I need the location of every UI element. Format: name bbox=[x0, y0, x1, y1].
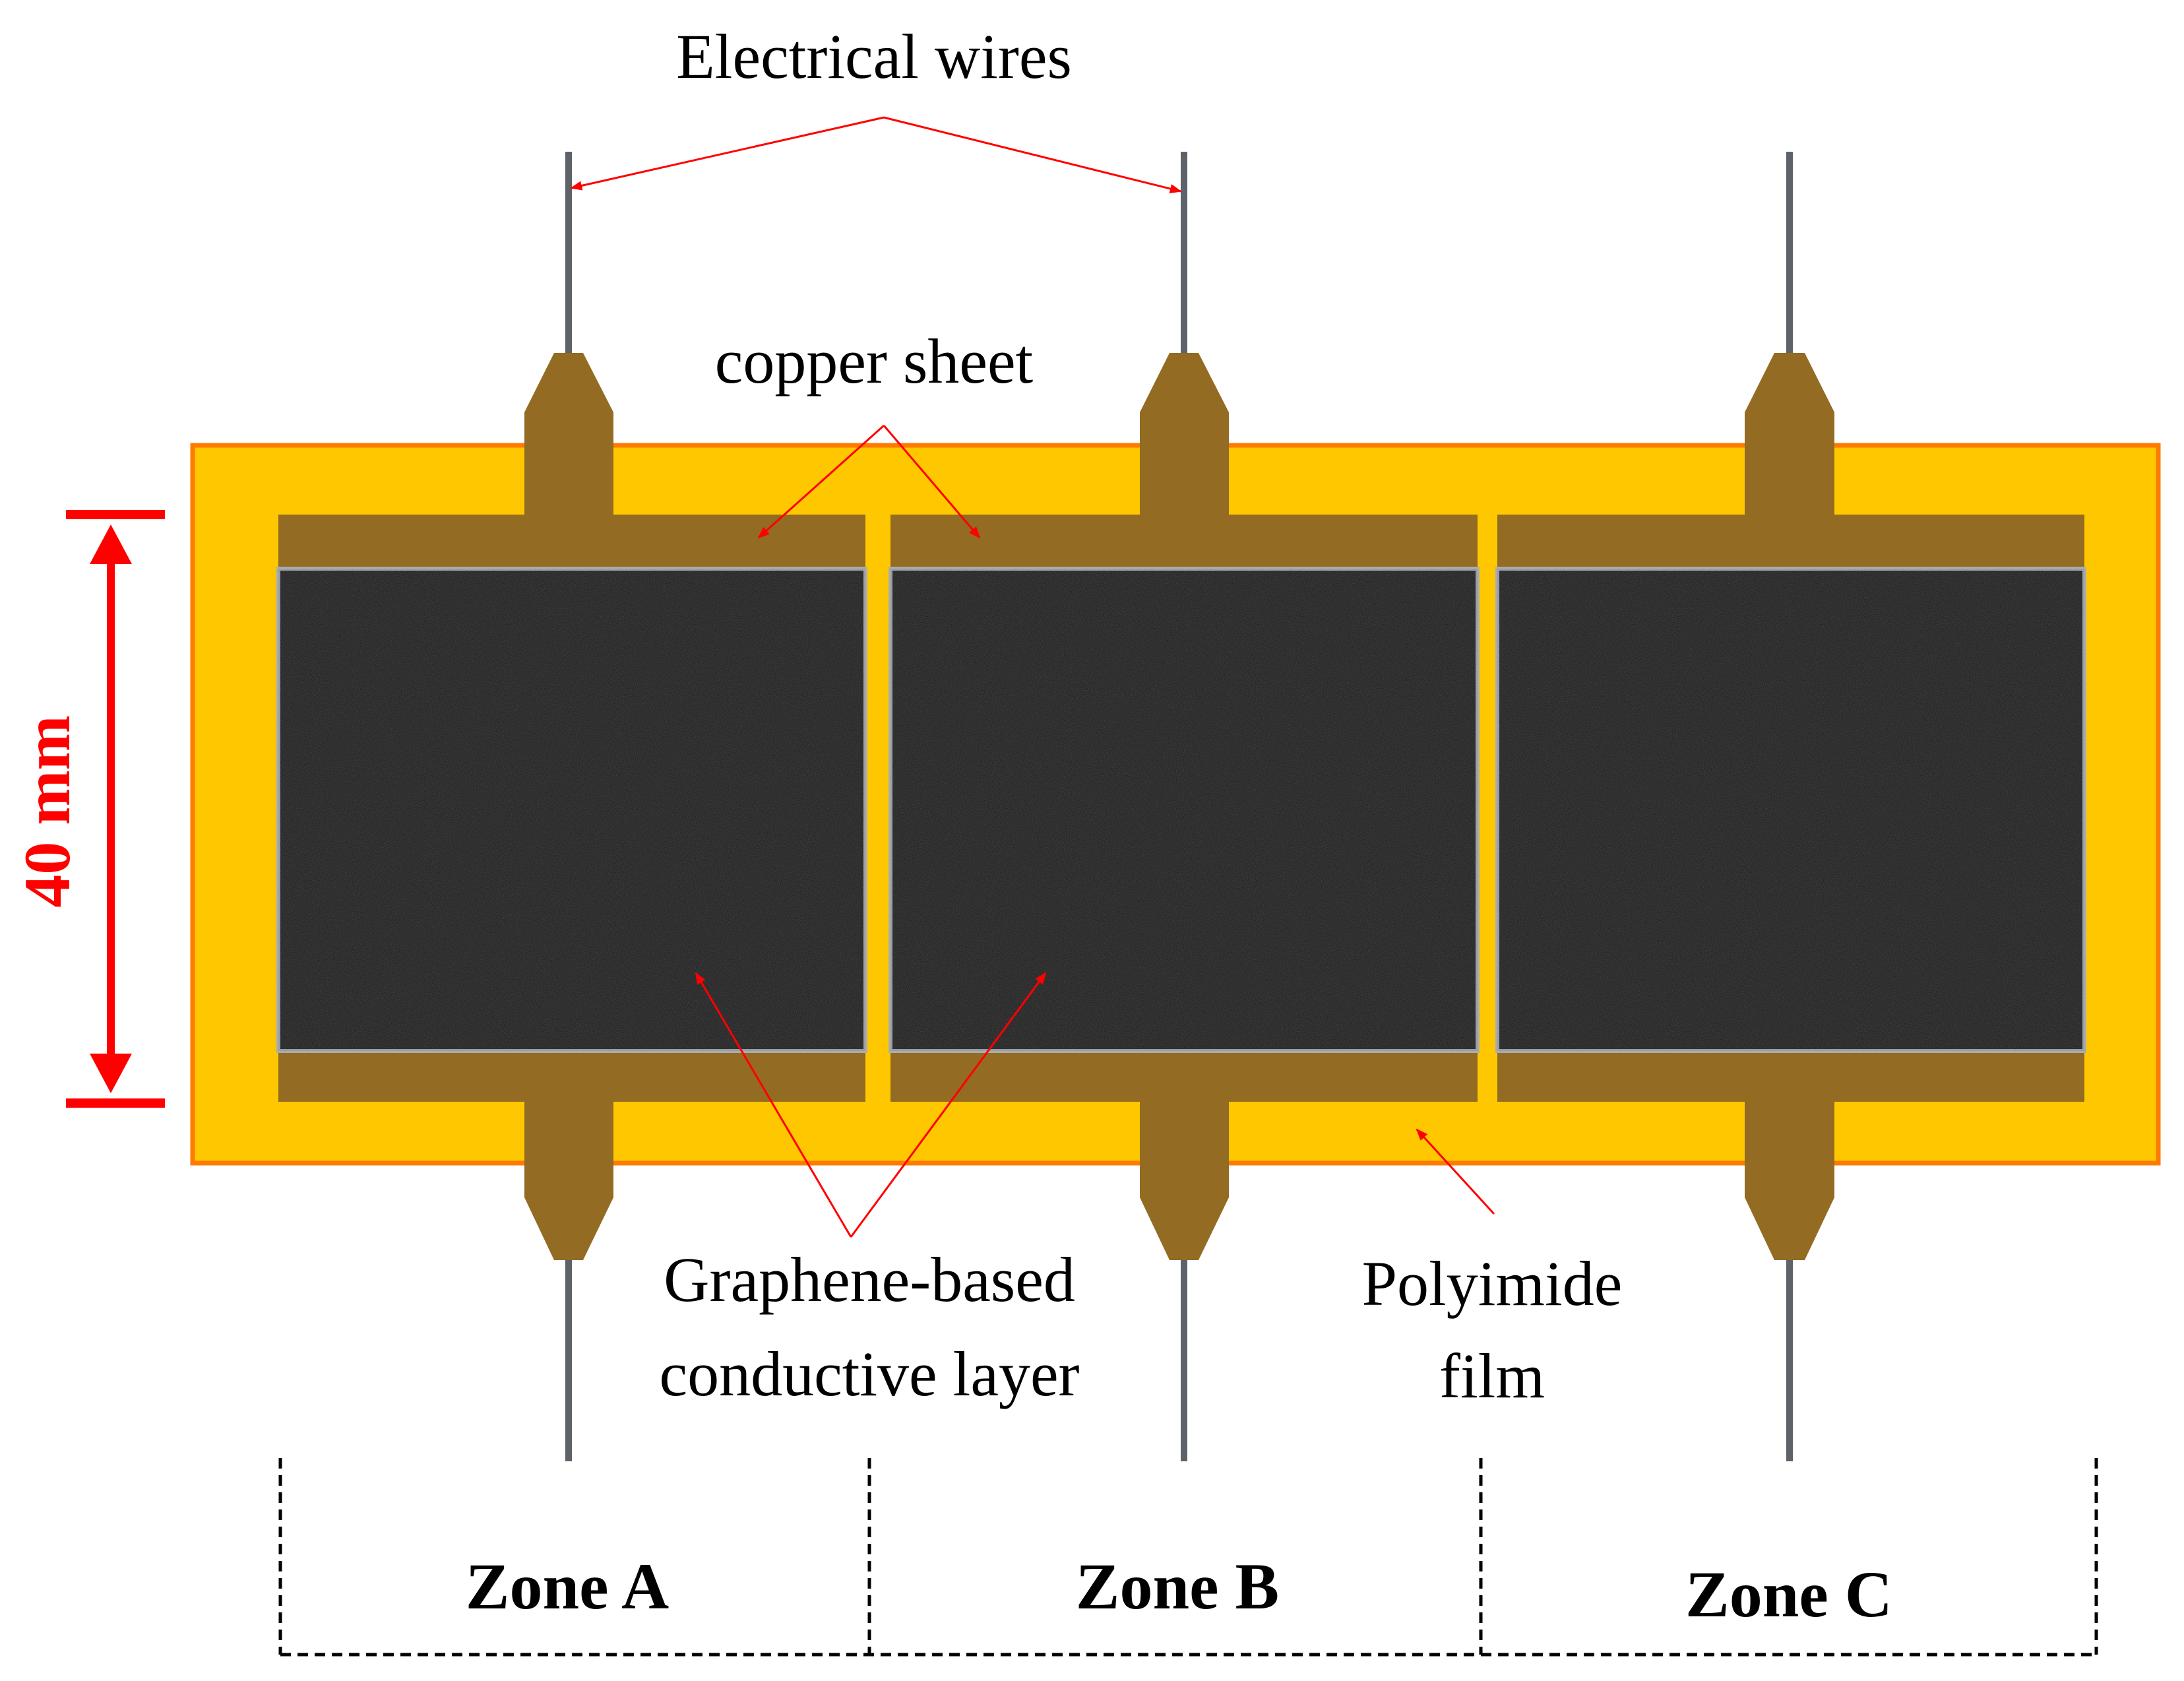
annotation-arrows bbox=[570, 116, 1495, 1238]
label-polyimide-line2: film bbox=[1439, 1341, 1545, 1411]
label-graphene-line1: Graphene-based bbox=[664, 1244, 1075, 1315]
copper-sheet-b-top bbox=[890, 353, 1478, 571]
copper-sheet-c-bottom bbox=[1497, 1049, 2084, 1260]
graphene-texture-a bbox=[278, 569, 865, 1051]
label-electrical-wires: Electrical wires bbox=[676, 21, 1072, 92]
arrow-copper-right bbox=[883, 425, 981, 539]
copper-sheets bbox=[278, 353, 2084, 1260]
copper-sheet-b-bottom bbox=[890, 1049, 1478, 1260]
arrow-copper-left bbox=[757, 424, 885, 539]
label-copper-sheet: copper sheet bbox=[715, 326, 1034, 396]
dimension-label: 40 mm bbox=[11, 715, 84, 908]
graphene-texture-b bbox=[890, 569, 1478, 1051]
label-polyimide-line1: Polyimide bbox=[1362, 1248, 1623, 1319]
graphene-layers bbox=[276, 567, 2086, 1053]
arrow-wires-left bbox=[570, 116, 885, 191]
dimension-40mm bbox=[66, 510, 165, 1108]
dimension-arrowhead-top bbox=[90, 524, 132, 564]
graphene-texture-c bbox=[1497, 569, 2084, 1051]
zone-brackets bbox=[278, 1458, 2098, 1657]
electrical-wires bbox=[565, 152, 1793, 1461]
zone-label-b: Zone B bbox=[1076, 1550, 1279, 1623]
zone-label-a: Zone A bbox=[466, 1550, 669, 1623]
copper-sheet-a-bottom bbox=[278, 1049, 865, 1260]
dimension-arrowhead-bottom bbox=[90, 1054, 132, 1093]
arrow-polyimide bbox=[1416, 1128, 1495, 1215]
arrow-graphene-right bbox=[850, 972, 1047, 1238]
arrow-wires-right bbox=[883, 116, 1182, 194]
copper-sheet-c-top bbox=[1497, 353, 2084, 571]
arrow-graphene-left bbox=[695, 972, 852, 1238]
label-graphene-line2: conductive layer bbox=[659, 1339, 1079, 1409]
copper-sheet-a-top bbox=[278, 353, 865, 571]
zone-label-c: Zone C bbox=[1685, 1558, 1892, 1631]
